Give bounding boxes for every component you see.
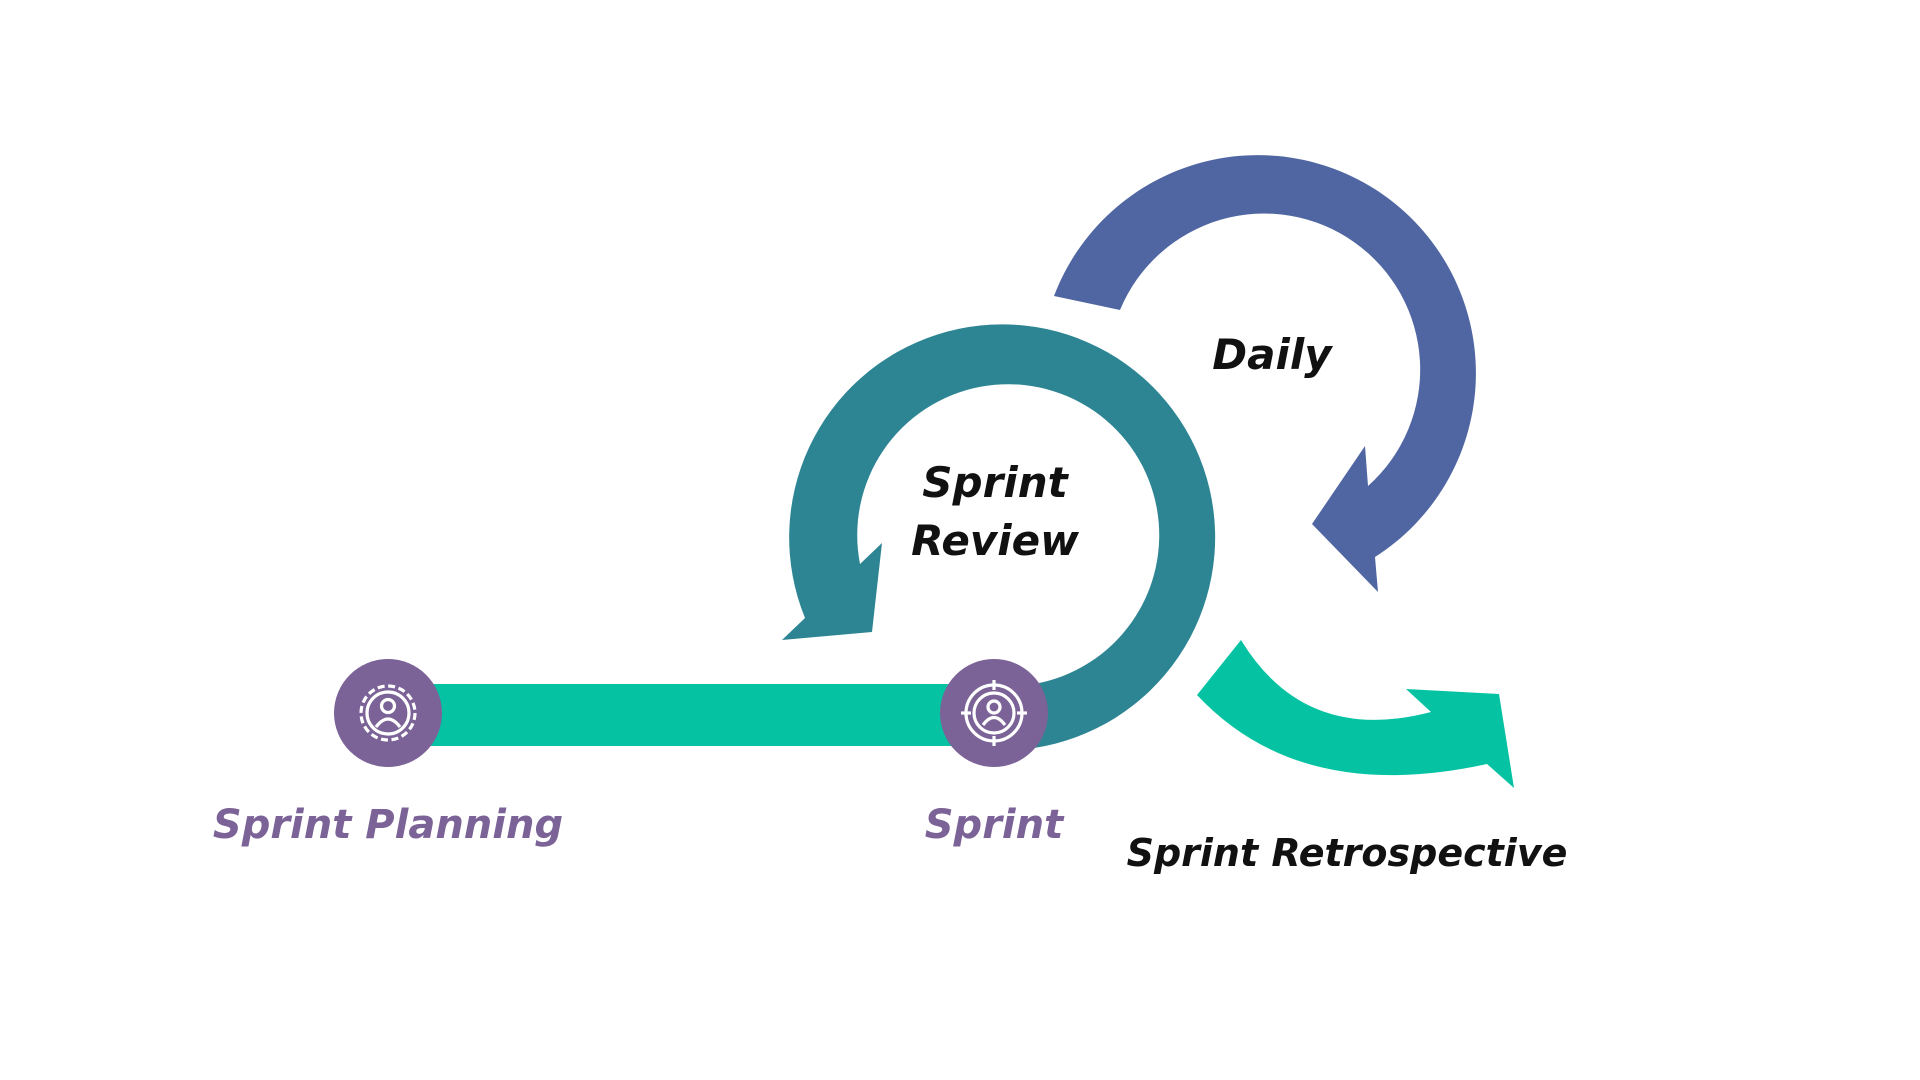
timeline-bar [388, 684, 998, 746]
sprint-retrospective-label: Sprint Retrospective [1127, 831, 1568, 875]
sprint-label: Sprint [925, 802, 1065, 848]
sprint-retrospective-arrow [1197, 640, 1514, 788]
sprint-planning-label: Sprint Planning [213, 802, 563, 848]
target-person-icon [961, 680, 1027, 746]
sprint-node [940, 659, 1048, 767]
sprint-review-label-line1: Sprint [922, 458, 1069, 507]
sprint-review-loop-arrow [782, 324, 1216, 748]
sprint-review-label-line2: Review [911, 516, 1079, 565]
sprint-planning-node [334, 659, 442, 767]
daily-label: Daily [1212, 330, 1333, 379]
gear-person-icon [359, 684, 417, 742]
